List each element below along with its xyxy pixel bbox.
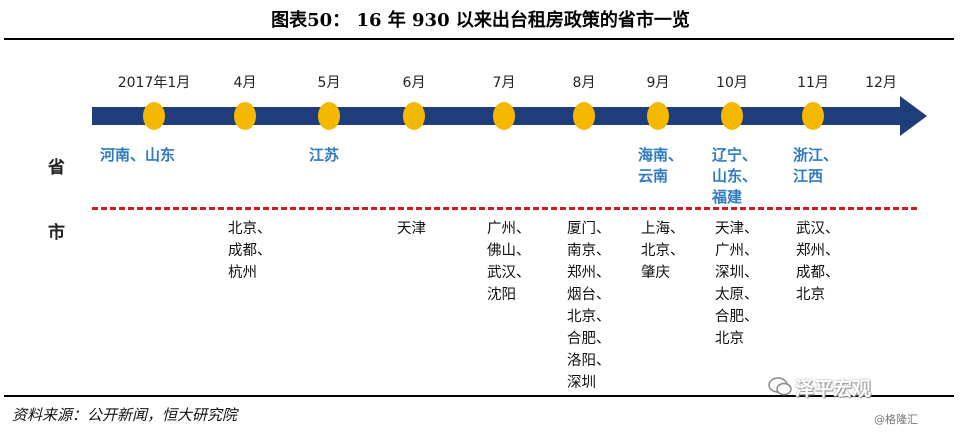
timeline-dot bbox=[143, 102, 165, 130]
timeline-dot bbox=[493, 102, 515, 130]
timeline-dot bbox=[403, 102, 425, 130]
province-group-line: 江苏 bbox=[309, 146, 340, 164]
city-group-line: 厦门、 bbox=[567, 221, 611, 237]
city-group-line: 佛山、 bbox=[487, 243, 531, 259]
province-group-line: 云南 bbox=[638, 167, 669, 185]
city-group-line: 天津、 bbox=[715, 221, 759, 237]
timeline-dot bbox=[721, 102, 743, 130]
city-group-line: 深圳、 bbox=[715, 265, 759, 281]
city-group-line: 深圳 bbox=[567, 375, 596, 391]
timeline-arrow bbox=[92, 96, 927, 136]
city-group: 上海、北京、肇庆 bbox=[641, 218, 685, 284]
city-group-line: 南京、 bbox=[567, 243, 611, 259]
province-group-line: 浙江、 bbox=[793, 146, 839, 164]
city-group: 北京、成都、杭州 bbox=[228, 218, 272, 284]
month-label: 9月 bbox=[646, 75, 670, 91]
city-group: 武汉、郑州、成都、北京 bbox=[796, 218, 840, 306]
month-label: 6月 bbox=[402, 75, 426, 91]
province-group: 海南、云南 bbox=[638, 145, 683, 187]
city-group-line: 武汉、 bbox=[487, 265, 531, 281]
province-group: 江苏 bbox=[309, 145, 339, 166]
month-label: 4月 bbox=[233, 75, 257, 91]
city-group-line: 沈阳 bbox=[487, 287, 516, 303]
month-label: 10月 bbox=[716, 75, 748, 91]
city-group-line: 天津 bbox=[397, 221, 426, 237]
city-group-line: 北京、 bbox=[228, 221, 272, 237]
city-group-line: 武汉、 bbox=[796, 221, 840, 237]
watermark-source: @格隆汇 bbox=[874, 413, 918, 426]
row-label-city: 市 bbox=[48, 223, 65, 243]
source-note: 资料来源：公开新闻，恒大研究院 bbox=[12, 406, 238, 424]
city-group-line: 肇庆 bbox=[641, 265, 670, 281]
city-group-line: 北京 bbox=[796, 287, 825, 303]
province-group: 浙江、江西 bbox=[793, 145, 838, 187]
city-group-line: 北京、 bbox=[641, 243, 685, 259]
month-label: 12月 bbox=[865, 75, 897, 91]
city-group-line: 北京 bbox=[715, 331, 744, 347]
city-group: 天津、广州、深圳、太原、合肥、北京 bbox=[715, 218, 759, 350]
city-group-line: 广州、 bbox=[487, 221, 531, 237]
row-label-province: 省 bbox=[48, 158, 65, 178]
timeline-dot bbox=[647, 102, 669, 130]
month-label: 11月 bbox=[797, 75, 829, 91]
city-group: 厦门、南京、郑州、烟台、北京、合肥、洛阳、深圳 bbox=[567, 218, 611, 394]
province-group-line: 辽宁、 bbox=[712, 146, 758, 164]
province-group-line: 山东、 bbox=[712, 167, 758, 185]
city-group-line: 北京、 bbox=[567, 309, 611, 325]
figure-title: 图表50： 16 年 930 以来出台租房政策的省市一览 bbox=[271, 10, 690, 31]
city-group-line: 广州、 bbox=[715, 243, 759, 259]
city-group-line: 上海、 bbox=[641, 221, 685, 237]
province-group-line: 江西 bbox=[793, 167, 824, 185]
city-group-line: 杭州 bbox=[228, 265, 257, 281]
city-group-line: 郑州、 bbox=[796, 243, 840, 259]
month-label: 8月 bbox=[572, 75, 596, 91]
city-group-line: 太原、 bbox=[715, 287, 759, 303]
timeline-dot bbox=[573, 102, 595, 130]
wechat-icon bbox=[768, 377, 792, 396]
city-group-line: 郑州、 bbox=[567, 265, 611, 281]
bottom-rule bbox=[4, 395, 954, 397]
timeline-dot bbox=[802, 102, 824, 130]
month-label: 5月 bbox=[317, 75, 341, 91]
province-group-line: 福建 bbox=[712, 188, 743, 206]
province-group: 辽宁、山东、福建 bbox=[712, 145, 757, 208]
divider-dashed-line bbox=[92, 207, 917, 210]
city-group-line: 合肥、 bbox=[715, 309, 759, 325]
timeline-dot bbox=[234, 102, 256, 130]
city-group-line: 成都、 bbox=[228, 243, 272, 259]
timeline-arrowhead bbox=[900, 96, 927, 136]
top-rule bbox=[4, 38, 954, 40]
city-group-line: 成都、 bbox=[796, 265, 840, 281]
month-label: 7月 bbox=[492, 75, 516, 91]
city-group-line: 洛阳、 bbox=[567, 353, 611, 369]
province-group: 河南、山东 bbox=[100, 145, 175, 166]
timeline-dot bbox=[318, 102, 340, 130]
city-group: 广州、佛山、武汉、沈阳 bbox=[487, 218, 531, 306]
province-group-line: 河南、山东 bbox=[100, 146, 176, 164]
city-group-line: 烟台、 bbox=[567, 287, 611, 303]
province-group-line: 海南、 bbox=[638, 146, 684, 164]
city-group: 天津 bbox=[397, 218, 426, 240]
watermark-brand: 泽平宏观 bbox=[795, 378, 872, 400]
city-group-line: 合肥、 bbox=[567, 331, 611, 347]
month-label: 2017年1月 bbox=[117, 75, 191, 91]
